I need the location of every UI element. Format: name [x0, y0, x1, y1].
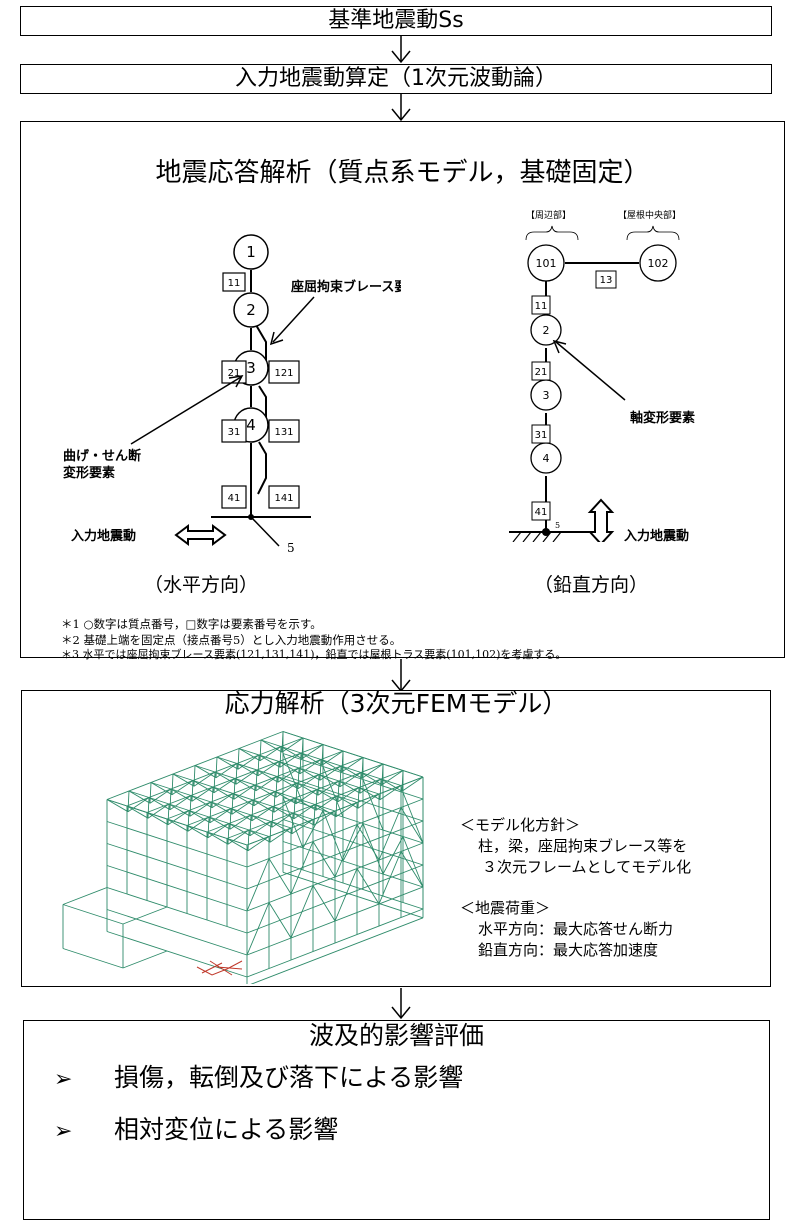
brace-element-label: 座屈拘束ブレース要素: [290, 279, 401, 295]
node-label: 4: [246, 416, 256, 434]
element-label: 141: [274, 493, 293, 504]
input-motion-label: 入力地震動: [71, 528, 136, 544]
arrow-down-icon: [391, 988, 411, 1020]
vertical-mass-model: 【周辺部】 【屋根中央部】: [509, 209, 695, 542]
arrow-down-icon: [391, 659, 411, 693]
group-label-roof-center: 【屋根中央部】: [618, 209, 681, 221]
node-circle: [639, 244, 677, 282]
input-motion-label: 入力地震動: [624, 528, 689, 542]
element-box: [221, 419, 247, 443]
element-box: [531, 361, 551, 381]
node-circle: [530, 314, 562, 346]
element-box: [268, 360, 300, 384]
step-basic-ground-motion: 基準地震動Ss: [20, 6, 772, 36]
axial-element-label: 軸変形要素: [630, 410, 695, 426]
vertical-caption: （鉛直方向）: [533, 574, 648, 596]
element-label: 31: [228, 427, 241, 438]
element-label: 121: [274, 368, 293, 379]
element-label: 11: [535, 301, 548, 312]
element-label: 131: [274, 427, 293, 438]
horizontal-mass-model: 1 2 3 4 11 21 31 41 121 131 141: [63, 234, 401, 555]
element-label: 31: [535, 430, 548, 441]
element-label: 11: [228, 278, 241, 289]
vertical-arrow-icon: [587, 498, 615, 542]
horizontal-caption: （水平方向）: [143, 574, 258, 596]
modeling-policy-line: ３次元フレームとしてモデル化: [482, 858, 692, 876]
element-label: 41: [228, 493, 241, 504]
step-input-motion: 入力地震動算定（1次元波動論）: [20, 64, 772, 94]
modeling-policy-line: 柱，梁，座屈拘束ブレース等を: [478, 837, 688, 855]
node-label: 1: [246, 243, 256, 261]
seismic-load-line: 水平方向：最大応答せん断力: [478, 920, 674, 938]
node-label: 3: [246, 359, 256, 377]
bend-element-label: 曲げ・せん断: [63, 448, 141, 464]
element-box: [531, 501, 551, 521]
step-seismic-response: 地震応答解析（質点系モデル，基礎固定） 1 2 3 4: [20, 121, 785, 661]
seismic-load-line: 鉛直方向：最大応答加速度: [478, 941, 659, 959]
node-circle: [233, 234, 269, 270]
fixed-point-label: 5: [287, 541, 295, 555]
element-label: 21: [535, 367, 548, 378]
arrow-bullet-icon: ➢: [54, 1067, 73, 1092]
bullet-item-text: 相対変位による影響: [114, 1115, 339, 1144]
seismic-load-heading: ＜地震荷重＞: [460, 899, 551, 917]
group-label-perimeter: 【周辺部】: [526, 209, 571, 221]
element-box: [221, 485, 247, 509]
element-box: [531, 424, 551, 444]
node-label: 4: [543, 452, 550, 465]
note-line: ＊2 基礎上端を固定点（接点番号5）とし入力地震動作用させる。: [61, 633, 402, 647]
element-box: [222, 272, 246, 292]
element-box: [268, 419, 300, 443]
modeling-policy-heading: ＜モデル化方針＞: [460, 816, 581, 834]
bullet-item: ➢ 損傷，転倒及び落下による影響: [54, 1063, 463, 1095]
bullet-item: ➢ 相対変位による影響: [54, 1115, 338, 1147]
node-label: 3: [543, 389, 550, 402]
element-box: [595, 270, 617, 289]
note-line: ＊3 水平では座屈拘束ブレース要素(121,131,141)，鉛直では屋根トラス…: [61, 648, 567, 661]
element-label: 21: [228, 368, 241, 379]
element-box: [531, 295, 551, 315]
ripple-effect-title: 波及的影響評価: [308, 1021, 484, 1050]
fixed-point-label: 5: [555, 521, 560, 530]
step-input-motion-label: 入力地震動算定（1次元波動論）: [235, 66, 557, 91]
node-label: 2: [543, 324, 550, 337]
step-basic-ground-motion-label: 基準地震動Ss: [328, 8, 464, 33]
horizontal-arrow-icon: [174, 524, 227, 546]
step-ripple-effect-evaluation: 波及的影響評価 ➢ 損傷，転倒及び落下による影響 ➢ 相対変位による影響: [23, 1020, 770, 1220]
bullet-item-text: 損傷，転倒及び落下による影響: [114, 1063, 464, 1092]
seismic-response-title: 地震応答解析（質点系モデル，基礎固定）: [155, 158, 650, 188]
note-line: ＊1 ○数字は質点番号，□数字は要素番号を示す。: [61, 617, 322, 631]
element-label: 13: [600, 275, 613, 286]
node-circle: [233, 292, 269, 328]
node-label: 2: [246, 301, 256, 319]
bend-element-label: 変形要素: [63, 465, 115, 481]
node-label: 101: [536, 257, 557, 270]
stress-analysis-title: 応力解析（3次元FEMモデル）: [224, 689, 568, 718]
node-circle: [527, 244, 565, 282]
element-label: 41: [535, 507, 548, 518]
arrow-bullet-icon: ➢: [54, 1119, 73, 1144]
arrow-down-icon: [391, 36, 411, 64]
arrow-down-icon: [391, 94, 411, 122]
fem-frame-model: [62, 731, 424, 984]
element-box: [268, 485, 300, 509]
step-stress-analysis: 応力解析（3次元FEMモデル） ＜モデル化方針＞ 柱，梁，座屈拘束ブレース等を …: [21, 689, 771, 987]
node-label: 102: [648, 257, 669, 270]
